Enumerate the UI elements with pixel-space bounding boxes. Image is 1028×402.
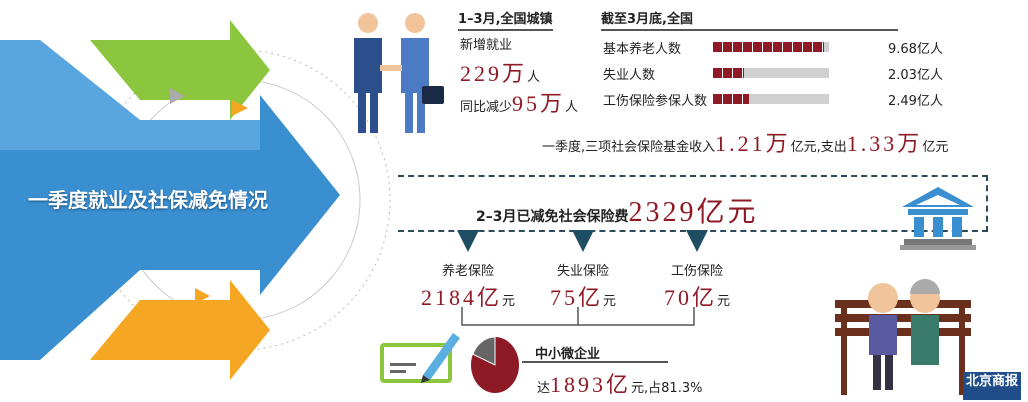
handshake-icon bbox=[354, 13, 444, 133]
orange-arrow bbox=[90, 280, 270, 380]
new-jobs-value: 229万 bbox=[460, 61, 528, 86]
pointer-triangle bbox=[572, 230, 594, 252]
fund-suffix: 亿元 bbox=[922, 140, 949, 155]
insurance-row-value: 9.68亿人 bbox=[888, 42, 943, 57]
unit: 元 bbox=[502, 294, 516, 309]
reduction-item-amount: 2184亿 bbox=[420, 285, 502, 310]
insurance-header: 截至3月底,全国 bbox=[601, 8, 898, 31]
reduction-item-label: 失业保险 bbox=[556, 264, 609, 279]
fund-prefix: 一季度,三项社会保险基金收入 bbox=[542, 140, 716, 155]
sme-value: 1893亿 bbox=[550, 372, 632, 397]
insurance-row-bar bbox=[713, 94, 829, 104]
sme-suffix: 元,占81.3% bbox=[631, 381, 703, 396]
form-pen-icon bbox=[380, 333, 460, 383]
fund-expense: 1.33万 bbox=[846, 131, 923, 156]
insurance-row-value: 2.03亿人 bbox=[888, 68, 943, 83]
unit: 人 bbox=[565, 100, 579, 115]
new-jobs: 229万人 bbox=[460, 56, 540, 88]
sme-label: 中小微企业 bbox=[535, 347, 601, 362]
insurance-row-label: 失业人数 bbox=[603, 68, 656, 83]
new-jobs-label: 新增就业 bbox=[460, 38, 513, 53]
sme-pie-chart bbox=[471, 336, 519, 393]
yoy-label: 同比减少 bbox=[460, 100, 513, 115]
reduction-item-amount: 75亿 bbox=[549, 285, 603, 310]
dashed-divider bbox=[986, 175, 988, 232]
sme-underline bbox=[522, 361, 668, 363]
reduction-label: 2–3月已减免社会保险费 bbox=[476, 209, 629, 225]
insurance-row-label: 工伤保险参保人数 bbox=[603, 94, 708, 109]
reduction-value: 2329亿元 bbox=[628, 197, 759, 228]
infographic-title: 一季度就业及社保减免情况 bbox=[28, 188, 268, 212]
unit: 元 bbox=[603, 294, 617, 309]
bracket-connector bbox=[461, 307, 695, 326]
elderly-couple-icon bbox=[835, 279, 971, 395]
sme-prefix: 达 bbox=[537, 381, 551, 396]
fund-mid: 亿元,支出 bbox=[790, 140, 847, 155]
reduction-item-value: 70亿元 bbox=[632, 280, 762, 312]
newspaper-logo: 北京商报 bbox=[963, 372, 1021, 400]
reduction-item-value: 2184亿元 bbox=[403, 280, 533, 312]
unit: 元 bbox=[717, 294, 731, 309]
arrow-graphic bbox=[0, 20, 391, 380]
insurance-row-bar bbox=[713, 68, 829, 78]
fund-summary: 一季度,三项社会保险基金收入1.21万亿元,支出1.33万亿元 bbox=[542, 126, 948, 158]
green-arrow bbox=[90, 20, 270, 120]
employment-header: 1–3月,全国城镇 bbox=[458, 8, 553, 31]
pointer-triangle bbox=[457, 230, 479, 252]
dashed-divider bbox=[398, 175, 988, 177]
yoy-value: 95万 bbox=[512, 91, 566, 116]
insurance-row-bar bbox=[713, 42, 829, 52]
pie-slice-other bbox=[472, 336, 496, 366]
reduction-total: 2–3月已减免社会保险费2329亿元 bbox=[476, 190, 759, 230]
yoy: 同比减少95万人 bbox=[460, 86, 578, 118]
pointer-triangle bbox=[686, 230, 708, 252]
insurance-row-value: 2.49亿人 bbox=[888, 94, 943, 109]
reduction-item-label: 工伤保险 bbox=[670, 264, 723, 279]
fund-income: 1.21万 bbox=[715, 131, 791, 156]
reduction-item-amount: 70亿 bbox=[663, 285, 717, 310]
unit: 人 bbox=[527, 70, 541, 85]
reduction-item-value: 75亿元 bbox=[518, 280, 648, 312]
reduction-item-label: 养老保险 bbox=[441, 264, 494, 279]
sme-value-line: 达1893亿元,占81.3% bbox=[537, 367, 702, 399]
insurance-row-label: 基本养老人数 bbox=[603, 42, 682, 57]
bank-icon bbox=[900, 187, 976, 250]
